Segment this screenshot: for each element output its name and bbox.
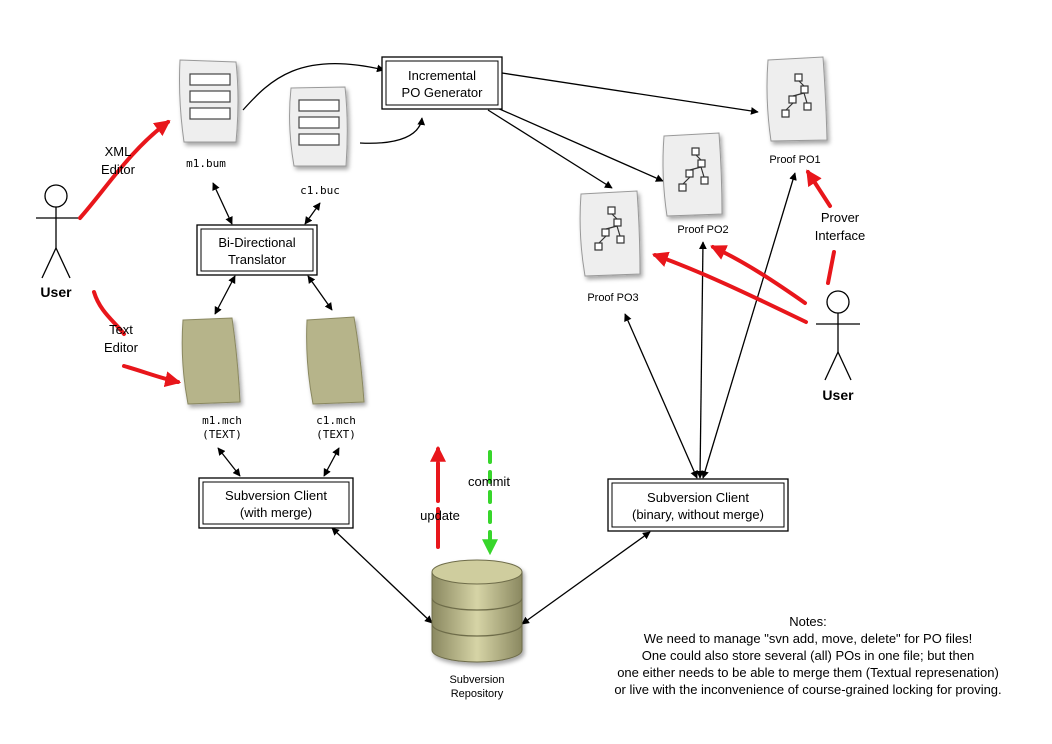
text-editor-label-line1: Text bbox=[109, 322, 133, 337]
left-user-label: User bbox=[40, 284, 72, 300]
edge-generator-to-po3 bbox=[487, 109, 613, 189]
edge-generator-to-po2 bbox=[494, 106, 664, 182]
m1-bum-label: m1.bum bbox=[186, 157, 226, 170]
c1-mch-label-line2: (TEXT) bbox=[316, 428, 356, 441]
svn-client-right-label-line1: Subversion Client bbox=[647, 490, 749, 505]
update-label: update bbox=[420, 508, 460, 523]
c1-mch-label-line1: c1.mch bbox=[316, 414, 356, 427]
edge-text-editor-arrow bbox=[122, 364, 182, 388]
m1-mch-label-line2: (TEXT) bbox=[202, 428, 242, 441]
repository-label-line1: Subversion bbox=[449, 674, 504, 686]
proof-po1-label: Proof PO1 bbox=[769, 154, 820, 166]
connectors bbox=[212, 62, 797, 625]
notes-line-4: or live with the inconvenience of course… bbox=[614, 682, 1001, 697]
edge-svn-left-repository bbox=[331, 527, 433, 624]
notes-block: Notes: We need to manage "svn add, move,… bbox=[614, 614, 1001, 697]
text-editor-label-line2: Editor bbox=[104, 340, 139, 355]
edge-po1-svn-right bbox=[701, 172, 797, 479]
proof-po3-label: Proof PO3 bbox=[587, 292, 638, 304]
edge-po2-svn-right bbox=[696, 241, 707, 479]
database-icon bbox=[431, 559, 523, 663]
edge-svn-right-repository bbox=[521, 531, 651, 625]
po-generator-label-line2: PO Generator bbox=[402, 85, 484, 100]
svn-client-right-label-line2: (binary, without merge) bbox=[632, 507, 764, 522]
repository-label-line2: Repository bbox=[451, 688, 504, 700]
notes-line-1: We need to manage "svn add, move, delete… bbox=[644, 631, 972, 646]
edge-user-to-po2 bbox=[710, 245, 807, 305]
c1-buc-document-icon bbox=[289, 86, 348, 167]
proof-po1-icon bbox=[766, 56, 828, 142]
po-generator-label-line1: Incremental bbox=[408, 68, 476, 83]
user-action-arrows bbox=[78, 120, 836, 556]
edge-m1bum-to-generator bbox=[242, 62, 385, 111]
m1-mch-label-line1: m1.mch bbox=[202, 414, 242, 427]
xml-editor-label-line2: Editor bbox=[101, 162, 136, 177]
edge-po3-svn-right bbox=[624, 313, 698, 479]
edge-translator-c1mch bbox=[307, 275, 333, 311]
svn-client-right-box: Subversion Client (binary, without merge… bbox=[607, 478, 789, 532]
left-user-figure bbox=[36, 184, 78, 279]
m1-bum-document-icon bbox=[179, 59, 239, 143]
edge-c1buc-to-generator bbox=[359, 117, 426, 144]
c1-mch-text-file-icon bbox=[306, 316, 365, 405]
notes-title: Notes: bbox=[789, 614, 827, 629]
translator-label-line2: Translator bbox=[228, 252, 287, 267]
edge-text-editor bbox=[92, 290, 126, 336]
notes-line-3: one either needs to be able to merge the… bbox=[617, 665, 999, 680]
m1-mch-text-file-icon bbox=[181, 317, 241, 405]
svn-client-left-label-line2: (with merge) bbox=[240, 505, 312, 520]
edge-c1mch-svn-left bbox=[323, 447, 340, 477]
svn-client-left-label-line1: Subversion Client bbox=[225, 488, 327, 503]
proof-po2-icon bbox=[662, 132, 723, 217]
edge-translator-m1mch bbox=[214, 275, 236, 315]
commit-label: commit bbox=[468, 474, 510, 489]
edge-generator-to-po1 bbox=[501, 72, 759, 115]
po-generator-box: Incremental PO Generator bbox=[381, 56, 503, 110]
edge-xml-editor bbox=[78, 120, 171, 220]
edge-m1mch-svn-left bbox=[217, 447, 241, 477]
c1-buc-label: c1.buc bbox=[300, 184, 340, 197]
notes-line-2: One could also store several (all) POs i… bbox=[642, 648, 974, 663]
xml-editor-label-line1: XML bbox=[105, 144, 132, 159]
prover-interface-label-line2: Interface bbox=[815, 228, 866, 243]
edge-prover-interface-arrow bbox=[806, 169, 832, 208]
proof-po2-label: Proof PO2 bbox=[677, 224, 728, 236]
edge-c1buc-translator bbox=[304, 202, 321, 225]
translator-box: Bi-Directional Translator bbox=[196, 224, 318, 276]
edge-prover-interface bbox=[826, 250, 836, 285]
edge-m1bum-translator bbox=[212, 182, 233, 225]
right-user-label: User bbox=[822, 387, 854, 403]
right-user-figure bbox=[816, 290, 860, 381]
svn-client-left-box: Subversion Client (with merge) bbox=[198, 477, 354, 529]
translator-label-line1: Bi-Directional bbox=[218, 235, 295, 250]
prover-interface-label-line1: Prover bbox=[821, 210, 860, 225]
edge-user-to-po3 bbox=[651, 251, 808, 324]
proof-po3-icon bbox=[579, 190, 641, 277]
